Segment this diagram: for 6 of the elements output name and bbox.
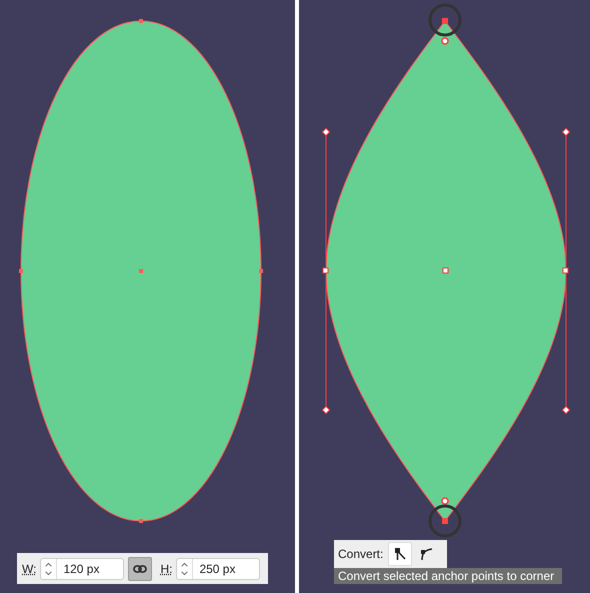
height-label: H: [160,560,172,578]
tooltip: Convert selected anchor points to corner [334,568,562,584]
width-value: 120 px [62,560,100,578]
height-value: 250 px [198,560,236,578]
convert-label: Convert: [338,546,384,563]
width-label: W: [22,560,36,578]
